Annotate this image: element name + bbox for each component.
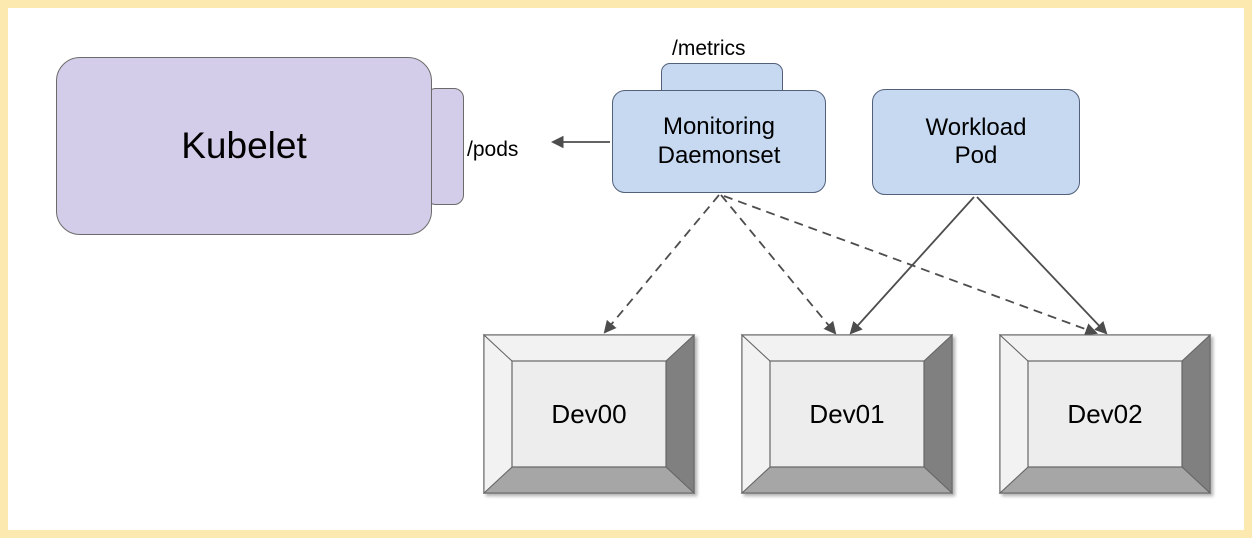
edge-workload-to-dev02 [976,196,1108,335]
dev00-face [511,360,667,468]
node-dev02[interactable] [998,333,1212,495]
dev02-left-bevel [999,333,1029,495]
dev01-bottom-bevel [740,466,954,494]
dev00-right-bevel [665,333,695,495]
dev01-left-bevel [741,333,771,495]
dev01-top-bevel [740,334,954,362]
node-monitoring-daemonset[interactable] [612,90,826,193]
edge-monitoring-to-dev01 [720,194,837,335]
node-workload-pod[interactable] [872,89,1080,195]
dev01-right-bevel [923,333,953,495]
diagram-svg [482,135,1212,495]
dev02-face [1027,360,1183,468]
dev00-left-bevel [483,333,513,495]
node-dev01[interactable] [740,333,954,495]
dev02-top-bevel [998,334,1212,362]
edge-workload-to-dev01 [849,196,975,335]
node-kubelet[interactable] [56,57,432,235]
node-dev00[interactable] [482,333,696,495]
edge-monitoring-to-dev00 [603,194,720,334]
dev00-top-bevel [482,334,696,362]
dev02-right-bevel [1181,333,1211,495]
edge-layer [550,135,1108,336]
dev00-bottom-bevel [482,466,696,494]
dev01-face [769,360,925,468]
edge-monitoring-to-dev02 [723,195,1098,336]
dev02-bottom-bevel [998,466,1212,494]
diagram-canvas: Kubelet Monitoring Daemonset Workload Po… [8,8,1244,530]
